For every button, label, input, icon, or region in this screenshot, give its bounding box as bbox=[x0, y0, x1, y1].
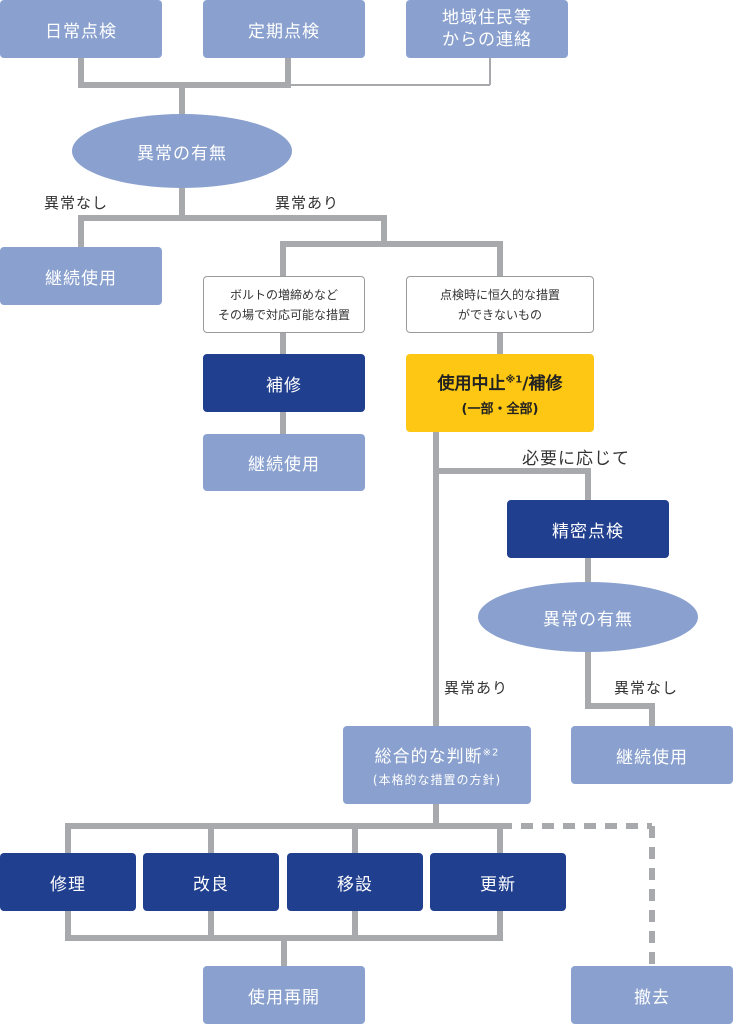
abnormality-check-1-label: 異常の有無 bbox=[137, 143, 227, 164]
measure-renew-box: 更新 bbox=[430, 853, 566, 911]
continued-use-box-1: 継続使用 bbox=[0, 247, 162, 305]
continued-use-box-2: 継続使用 bbox=[203, 434, 365, 491]
measure-relocate-box: 移設 bbox=[287, 853, 423, 911]
suspend-use-title: 使用中止※1/補修 bbox=[438, 369, 563, 394]
overall-judgement-box: 総合的な判断※2 (本格的な措置の方針) bbox=[343, 726, 531, 804]
suspend-use-suffix: /補修 bbox=[522, 374, 563, 394]
periodic-inspection-box: 定期点検 bbox=[203, 0, 365, 58]
repair-box: 補修 bbox=[203, 354, 365, 412]
measure-improve-label: 改良 bbox=[193, 874, 229, 895]
resume-use-label: 使用再開 bbox=[248, 987, 320, 1008]
measure-improve-box: 改良 bbox=[143, 853, 279, 911]
measure-repair-box: 修理 bbox=[0, 853, 136, 911]
daily-inspection-box: 日常点検 bbox=[0, 0, 162, 58]
continued-use-label-3: 継続使用 bbox=[616, 747, 688, 768]
note-on-site-line-1: ボルトの増締めなど bbox=[229, 287, 338, 302]
abnormality-check-2-label: 異常の有無 bbox=[543, 609, 633, 630]
overall-judgement-mark: ※2 bbox=[482, 747, 500, 759]
if-needed-label: 必要に応じて bbox=[522, 449, 630, 469]
abnormality-label-2: 異常あり bbox=[444, 679, 509, 697]
no-abnormality-label-1: 異常なし bbox=[44, 194, 109, 212]
repair-label: 補修 bbox=[266, 375, 302, 396]
note-permanent-line-1: 点検時に恒久的な措置 bbox=[439, 287, 560, 302]
measure-repair-label: 修理 bbox=[50, 874, 86, 895]
note-permanent-line-2: ができないもの bbox=[457, 307, 542, 322]
removal-box: 撤去 bbox=[571, 966, 733, 1024]
measure-relocate-label: 移設 bbox=[337, 874, 373, 895]
resident-report-label-2: からの連絡 bbox=[442, 30, 532, 50]
abnormality-check-1: 異常の有無 bbox=[72, 114, 292, 188]
continued-use-box-3: 継続使用 bbox=[571, 726, 733, 784]
detailed-inspection-label: 精密点検 bbox=[552, 521, 624, 542]
periodic-inspection-label: 定期点検 bbox=[248, 21, 320, 42]
daily-inspection-label: 日常点検 bbox=[45, 21, 117, 42]
no-abnormality-label-2: 異常なし bbox=[614, 679, 679, 697]
note-on-site-line-2: その場で対応可能な措置 bbox=[217, 307, 350, 322]
resume-use-box: 使用再開 bbox=[203, 966, 365, 1024]
suspend-use-box: 使用中止※1/補修 (一部・全部) bbox=[406, 354, 594, 432]
suspend-use-scope: (一部・全部) bbox=[461, 402, 539, 417]
removal-label: 撤去 bbox=[634, 987, 670, 1008]
note-permanent-measure: 点検時に恒久的な措置 ができないもの bbox=[406, 276, 594, 333]
overall-judgement-title: 総合的な判断※2 bbox=[375, 742, 500, 767]
overall-judgement-main: 総合的な判断 bbox=[374, 747, 483, 767]
abnormality-check-2: 異常の有無 bbox=[478, 582, 698, 652]
resident-report-label-1: 地域住民等 bbox=[442, 8, 532, 28]
detailed-inspection-box: 精密点検 bbox=[507, 500, 669, 558]
measure-renew-label: 更新 bbox=[480, 874, 516, 895]
continued-use-label-1: 継続使用 bbox=[45, 268, 117, 289]
continued-use-label-2: 継続使用 bbox=[248, 455, 320, 475]
abnormality-label-1: 異常あり bbox=[275, 194, 340, 212]
suspend-use-mark: ※1 bbox=[505, 374, 523, 386]
note-on-site-measure: ボルトの増締めなど その場で対応可能な措置 bbox=[203, 276, 365, 333]
overall-judgement-policy: (本格的な措置の方針) bbox=[372, 773, 502, 787]
suspend-use-main: 使用中止 bbox=[437, 374, 506, 394]
resident-report-box: 地域住民等 からの連絡 bbox=[406, 0, 568, 58]
